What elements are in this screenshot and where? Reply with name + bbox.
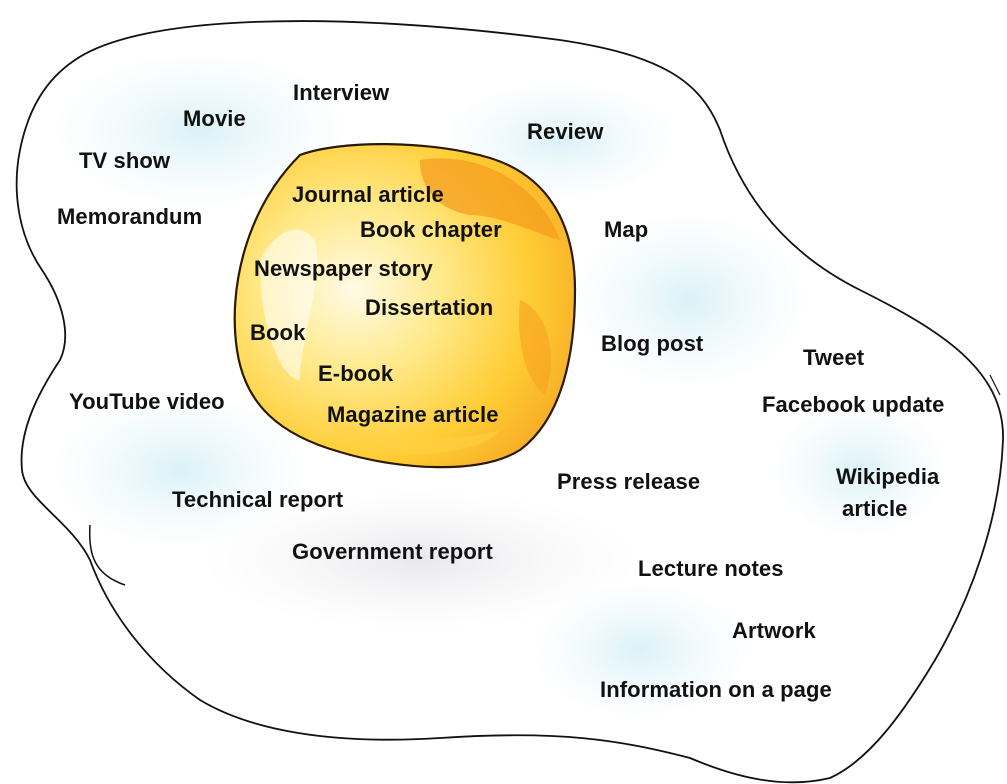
- yolk: [233, 143, 577, 469]
- outer-label-blog-post: Blog post: [601, 331, 704, 356]
- yolk-shape: [233, 143, 577, 469]
- yolk-highlight: [260, 229, 318, 380]
- outer-label-information-on-a-page: Information on a page: [600, 677, 832, 702]
- outer-label-interview: Interview: [293, 80, 390, 105]
- core-label-newspaper-story: Newspaper story: [254, 256, 433, 281]
- pen-flick: [88, 524, 126, 586]
- core-label-magazine-article: Magazine article: [327, 402, 499, 427]
- pen-flick-2: [989, 374, 1001, 396]
- outer-label-review: Review: [527, 119, 604, 144]
- outer-label-wikipedia: Wikipedia: [836, 464, 940, 489]
- outer-label-facebook-update: Facebook update: [762, 392, 945, 417]
- core-label-journal-article: Journal article: [292, 182, 444, 207]
- outer-label-youtube-video: YouTube video: [69, 389, 225, 414]
- outer-label-press-release: Press release: [557, 469, 701, 494]
- outer-label-government-report: Government report: [292, 539, 493, 564]
- egg-white-outline: [15, 20, 1004, 784]
- outer-label-lecture-notes: Lecture notes: [638, 556, 784, 581]
- core-label-e-book: E-book: [318, 361, 394, 386]
- yolk-shade-1: [420, 158, 560, 240]
- outer-label-movie: Movie: [183, 106, 246, 131]
- outer-label-memorandum: Memorandum: [57, 204, 203, 229]
- core-label-book: Book: [250, 320, 306, 345]
- outer-label-tv-show: TV show: [79, 148, 171, 173]
- outer-label-map: Map: [604, 217, 649, 242]
- yolk-bottom-glow: [330, 420, 500, 455]
- outer-label-artwork: Artwork: [732, 618, 816, 643]
- outer-label-technical-report: Technical report: [172, 487, 344, 512]
- yolk-shade-2: [519, 300, 551, 395]
- core-label-book-chapter: Book chapter: [360, 217, 502, 242]
- core-label-dissertation: Dissertation: [365, 295, 494, 320]
- outer-label-wikipedia-article: article: [842, 496, 908, 521]
- background-wash: [50, 50, 950, 720]
- outer-label-tweet: Tweet: [803, 345, 865, 370]
